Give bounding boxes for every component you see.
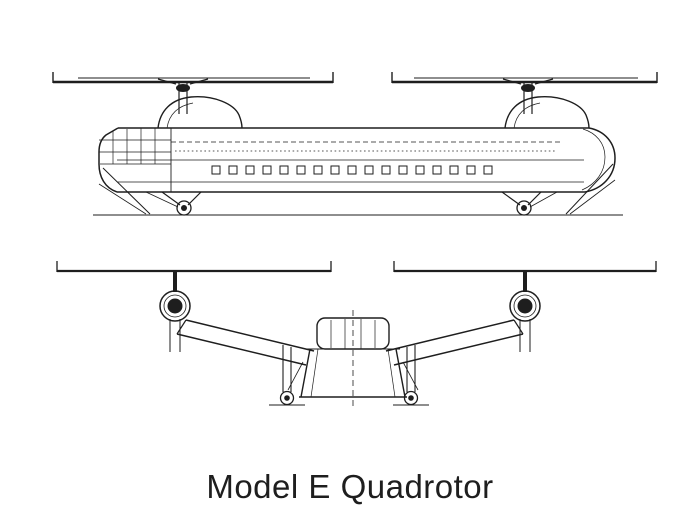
left-rotor-front xyxy=(56,261,332,292)
left-rotor-hub xyxy=(159,290,191,352)
figure-caption: Model E Quadrotor xyxy=(206,468,494,505)
side-elevation-view xyxy=(52,72,658,216)
center-fuselage-front xyxy=(299,310,407,407)
left-gear-front xyxy=(269,345,305,406)
rear-rotor-pylon-fairing xyxy=(504,96,590,129)
left-outrigger-arm xyxy=(176,319,315,366)
left-rotor xyxy=(52,72,334,114)
right-gear-front xyxy=(393,345,429,406)
front-landing-gear xyxy=(145,191,202,216)
right-rotor-front xyxy=(393,261,657,292)
front-view xyxy=(56,261,657,407)
cabin-window-row xyxy=(211,165,493,175)
fuselage-panel-lines xyxy=(117,141,584,183)
rear-landing-gear xyxy=(501,191,558,216)
front-rotor-pylon-fairing xyxy=(157,96,243,129)
end-braces xyxy=(98,163,616,215)
right-rotor xyxy=(391,72,658,114)
technical-figure: Model E Quadrotor xyxy=(52,72,658,505)
right-rotor-hub xyxy=(509,290,541,352)
quadrotor-drawing xyxy=(52,72,658,407)
